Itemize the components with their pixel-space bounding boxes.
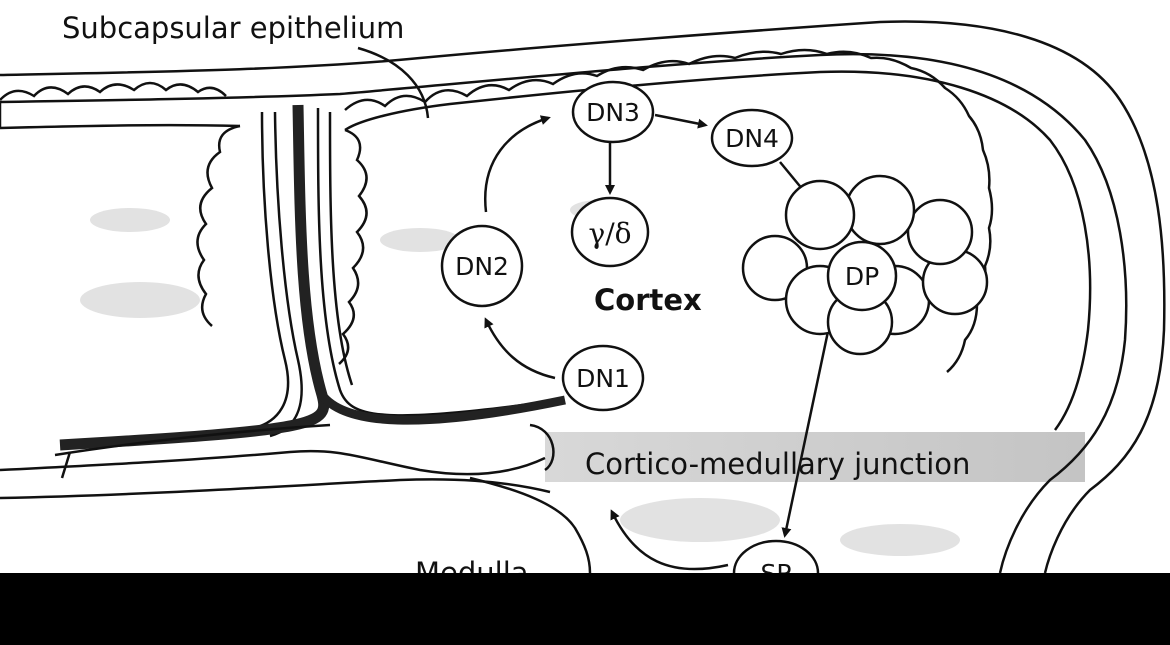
blood-vessel xyxy=(0,102,590,573)
node-gd-label: γ/δ xyxy=(588,217,631,250)
arrow-dn1-dn2 xyxy=(486,320,555,378)
label-subcapsular-epithelium: Subcapsular epithelium xyxy=(62,11,404,45)
node-dn2-label: DN2 xyxy=(455,252,509,281)
label-cortex: Cortex xyxy=(594,283,702,317)
lineage-arrows xyxy=(485,115,830,569)
node-dn1-label: DN1 xyxy=(576,364,630,393)
arrow-dp-sp xyxy=(785,322,830,535)
arrow-dn2-dn3 xyxy=(485,118,548,212)
label-cortico-medullary-junction: Cortico-medullary junction xyxy=(585,447,970,481)
node-dn3-label: DN3 xyxy=(586,98,640,127)
node-dp-label: DP xyxy=(845,262,879,291)
black-redaction-bar xyxy=(0,573,1170,645)
node-dn4-label: DN4 xyxy=(725,124,779,153)
arrow-dn3-dn4 xyxy=(655,115,705,125)
